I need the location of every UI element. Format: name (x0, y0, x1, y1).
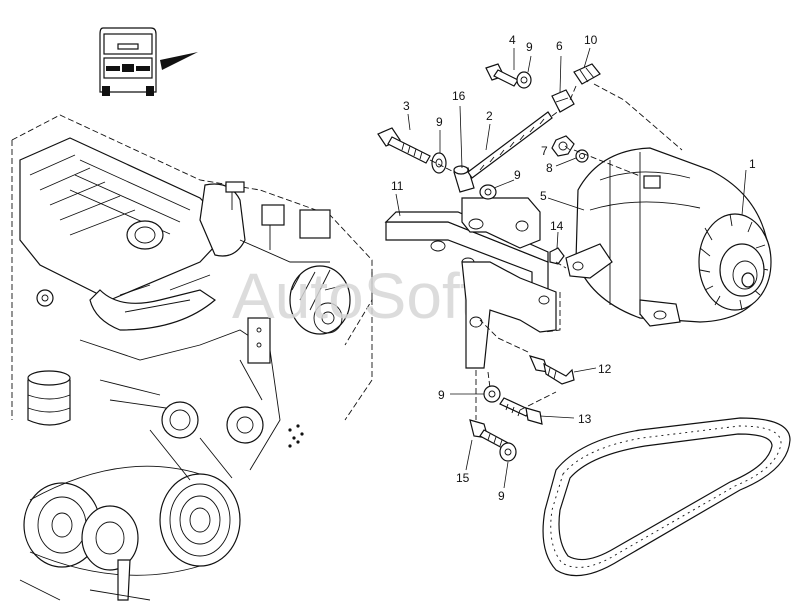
callout-4: 4 (509, 33, 516, 47)
bolt-12 (528, 355, 575, 385)
callout-3: 3 (403, 99, 410, 113)
callout-14: 14 (550, 219, 564, 233)
washer-9d (483, 385, 501, 403)
callout-15: 15 (456, 471, 470, 485)
callout-9-top: 9 (526, 40, 533, 54)
bolt-13 (499, 397, 543, 425)
callout-8: 8 (546, 161, 553, 175)
washer-9b (479, 184, 497, 200)
washer-9c (516, 71, 532, 89)
callout-2: 2 (486, 109, 493, 123)
washer-9e (499, 442, 517, 462)
callout-10: 10 (584, 33, 598, 47)
callout-6: 6 (556, 39, 563, 53)
alternator (544, 147, 772, 333)
callout-9-mid: 9 (514, 168, 521, 182)
plug-10 (573, 63, 601, 85)
callout-13: 13 (578, 412, 592, 426)
mounting-bracket (384, 197, 557, 369)
drive-belt (542, 417, 791, 577)
callout-12: 12 (598, 362, 612, 376)
callout-5: 5 (540, 189, 547, 203)
callout-1: 1 (749, 157, 756, 171)
nut-6 (551, 89, 575, 113)
washer-9a (431, 152, 447, 174)
leader-lines (395, 47, 747, 489)
callout-11: 11 (391, 179, 404, 193)
engine-block (11, 114, 373, 601)
callout-16: 16 (452, 89, 466, 103)
callout-7: 7 (541, 144, 548, 158)
nut-7 (551, 135, 575, 157)
callout-9-upper-left: 9 (436, 115, 443, 129)
watermark-text: AutoSoft (232, 260, 478, 332)
callout-9-lower-left: 9 (438, 388, 445, 402)
bus-front-icon (99, 27, 198, 96)
bolt-4 (485, 63, 519, 87)
washer-8 (575, 149, 589, 163)
callout-9-bottom: 9 (498, 489, 505, 503)
callouts: 1 2 3 4 5 6 7 8 9 9 9 9 9 10 11 12 13 14… (391, 33, 756, 503)
stud-2 (467, 111, 553, 179)
nut-14 (549, 247, 565, 265)
bolt-3 (377, 127, 431, 164)
